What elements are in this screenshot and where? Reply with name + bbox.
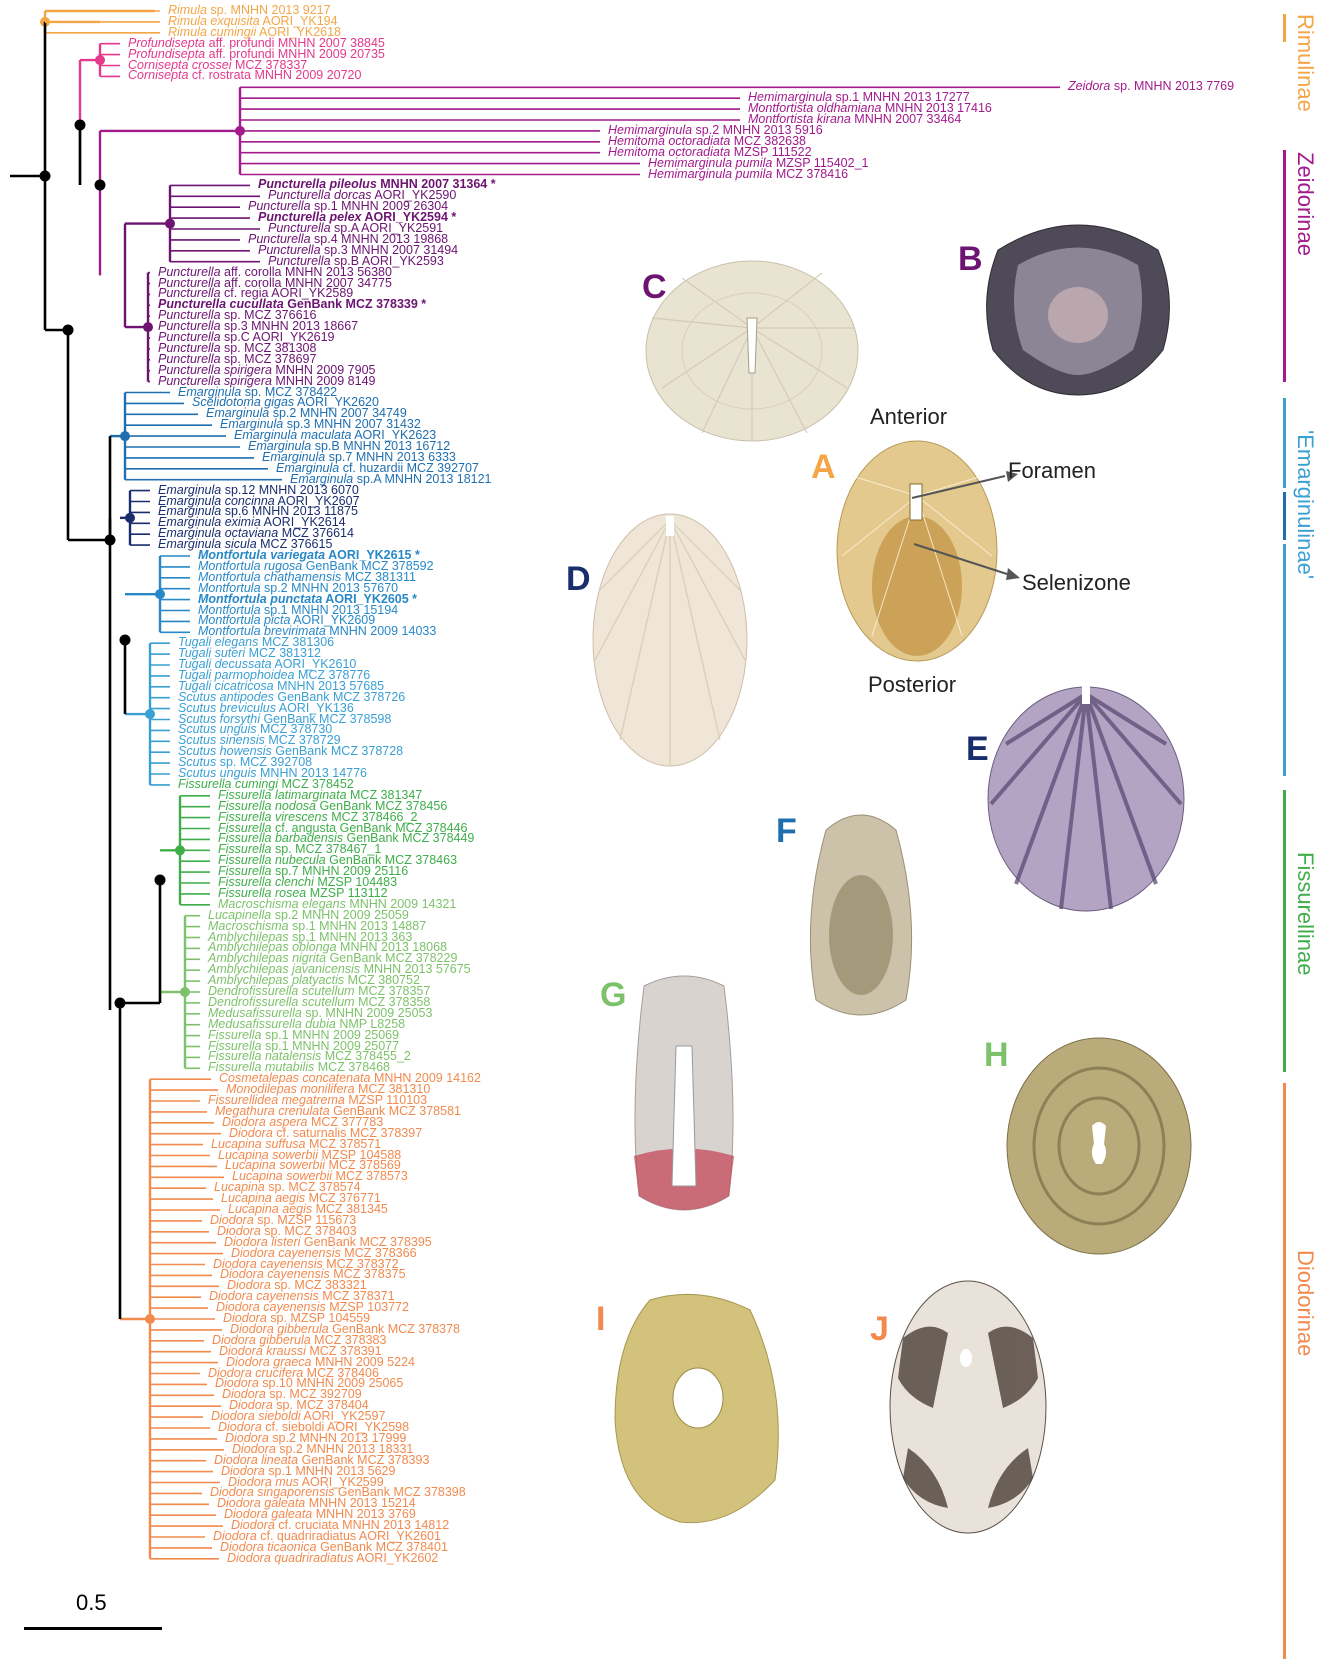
tip-label: Diodora quadriradiatus AORI_YK2602 xyxy=(227,1552,438,1565)
shell-letter-b: B xyxy=(958,240,983,279)
tip-qualifier: sp. xyxy=(1110,79,1130,93)
clade-emarginulinae: 'Emarginulinae' xyxy=(1292,430,1318,579)
shell-letter-c: C xyxy=(642,268,667,307)
tip-label: Cornisepta cf. rostrata MNHN 2009 20720 xyxy=(128,69,361,82)
shell-c xyxy=(642,258,862,448)
node-support-dot xyxy=(75,120,86,131)
clade-rimulinae: Rimulinae xyxy=(1292,14,1318,112)
node-support-dot xyxy=(175,845,185,855)
node-support-dot xyxy=(235,126,245,136)
node-support-dot xyxy=(155,875,166,886)
diodorinae-bar xyxy=(1283,1083,1286,1659)
shell-letter-d: D xyxy=(566,560,591,599)
node-support-dot xyxy=(180,987,190,997)
scale-bar xyxy=(24,1627,162,1630)
clade-diodorinae: Diodorinae xyxy=(1292,1250,1318,1356)
clade-fissurellinae: Fissurellinae xyxy=(1292,852,1318,976)
node-support-dot xyxy=(95,180,106,191)
tip-voucher: AORI_YK2602 xyxy=(353,1551,438,1565)
node-support-dot xyxy=(143,322,153,332)
node-support-dot xyxy=(120,431,130,441)
shell-g xyxy=(624,966,744,1226)
anterior-label: Anterior xyxy=(870,404,947,430)
node-support-dot xyxy=(165,219,175,229)
tip-genus: Hemimarginula pumila xyxy=(648,167,772,181)
node-support-dot xyxy=(120,635,131,646)
selenizone-label: Selenizone xyxy=(1022,570,1131,596)
node-support-dot xyxy=(40,171,51,182)
node-support-dot xyxy=(145,1314,155,1324)
node-support-dot xyxy=(155,589,165,599)
node-support-dot xyxy=(125,513,135,523)
tip-label: Zeidora sp. MNHN 2013 7769 xyxy=(1068,80,1234,93)
fissurellinae-bar xyxy=(1283,790,1286,1072)
posterior-label: Posterior xyxy=(868,672,956,698)
tip-genus: Zeidora xyxy=(1068,79,1110,93)
tip-voucher: MNHN 2009 14033 xyxy=(326,624,436,638)
tip-genus: Cornisepta xyxy=(128,68,188,82)
shell-letter-j: J xyxy=(870,1310,889,1349)
shell-letter-i: I xyxy=(596,1300,605,1339)
tip-qualifier: cf. rostrata xyxy=(188,68,251,82)
shell-d xyxy=(590,510,750,770)
clade-zeidorinae: Zeidorinae xyxy=(1292,152,1318,256)
shell-letter-g: G xyxy=(600,976,626,1015)
shell-e xyxy=(986,684,1186,914)
foramen-label: Foramen xyxy=(1008,458,1096,484)
emarginulinae-bar-1 xyxy=(1283,398,1286,488)
tip-voucher: MCZ 378416 xyxy=(772,167,848,181)
tip-voucher: MNHN 2009 20720 xyxy=(251,68,361,82)
shell-h xyxy=(1004,1036,1194,1256)
tip-voucher: MNHN 2013 18121 xyxy=(381,472,491,486)
scale-bar-label: 0.5 xyxy=(76,1590,107,1616)
emarginulinae-bar-2 xyxy=(1283,492,1286,540)
node-support-dot xyxy=(145,709,155,719)
rimulinae-bar xyxy=(1283,14,1286,42)
zeidorinae-bar xyxy=(1283,150,1286,382)
node-support-dot xyxy=(95,55,105,65)
selenizone-arrow xyxy=(912,542,1022,582)
node-support-dot xyxy=(105,535,116,546)
shell-b xyxy=(978,210,1178,400)
shell-j xyxy=(888,1278,1048,1536)
emarginulinae-bar-3 xyxy=(1283,544,1286,776)
shell-i xyxy=(610,1290,790,1530)
tip-voucher: MNHN 2013 7769 xyxy=(1131,79,1235,93)
tip-genus: Diodora quadriradiatus xyxy=(227,1551,353,1565)
node-support-dot xyxy=(63,325,74,336)
node-support-dot xyxy=(115,998,126,1009)
tip-voucher: MNHN 2007 33464 xyxy=(851,112,961,126)
tip-label: Hemimarginula pumila MCZ 378416 xyxy=(648,168,848,181)
shell-letter-f: F xyxy=(776,812,797,851)
shell-f xyxy=(796,800,926,1030)
